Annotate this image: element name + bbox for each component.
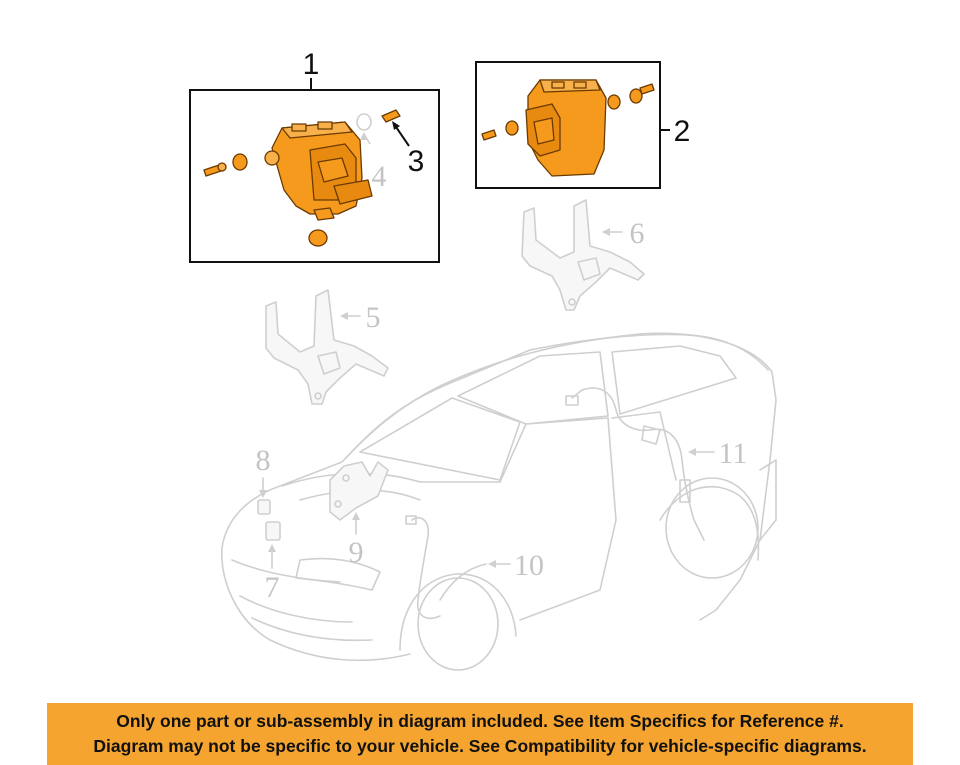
sensor-part-7 <box>265 521 281 569</box>
callout-label-5: 5 <box>366 301 381 334</box>
callout-label-2: 2 <box>674 115 691 148</box>
sensor-part-8 <box>257 477 271 515</box>
callout-label-11: 11 <box>719 437 748 470</box>
disclaimer-line-1: Only one part or sub-assembly in diagram… <box>116 711 844 731</box>
sensor-wire-part-11 <box>565 387 715 541</box>
bracket-part-6 <box>521 199 645 311</box>
bracket-part-9 <box>329 461 389 535</box>
callout-label-8: 8 <box>256 444 271 477</box>
callout-label-3: 3 <box>408 145 425 178</box>
callout-label-9: 9 <box>349 536 364 569</box>
vehicle-outline <box>221 332 777 671</box>
abs-actuator-part-1 <box>203 109 410 247</box>
callout-label-10: 10 <box>514 549 544 582</box>
bracket-part-5 <box>265 289 389 405</box>
callout-label-4: 4 <box>372 160 387 193</box>
disclaimer-line-2: Diagram may not be specific to your vehi… <box>93 736 867 756</box>
disclaimer-banner: Only one part or sub-assembly in diagram… <box>47 703 913 765</box>
sensor-wire-part-10 <box>405 515 511 620</box>
callout-label-6: 6 <box>630 217 645 250</box>
callout-label-7: 7 <box>265 571 280 604</box>
abs-actuator-part-2 <box>481 79 655 177</box>
callout-label-1: 1 <box>303 48 320 81</box>
